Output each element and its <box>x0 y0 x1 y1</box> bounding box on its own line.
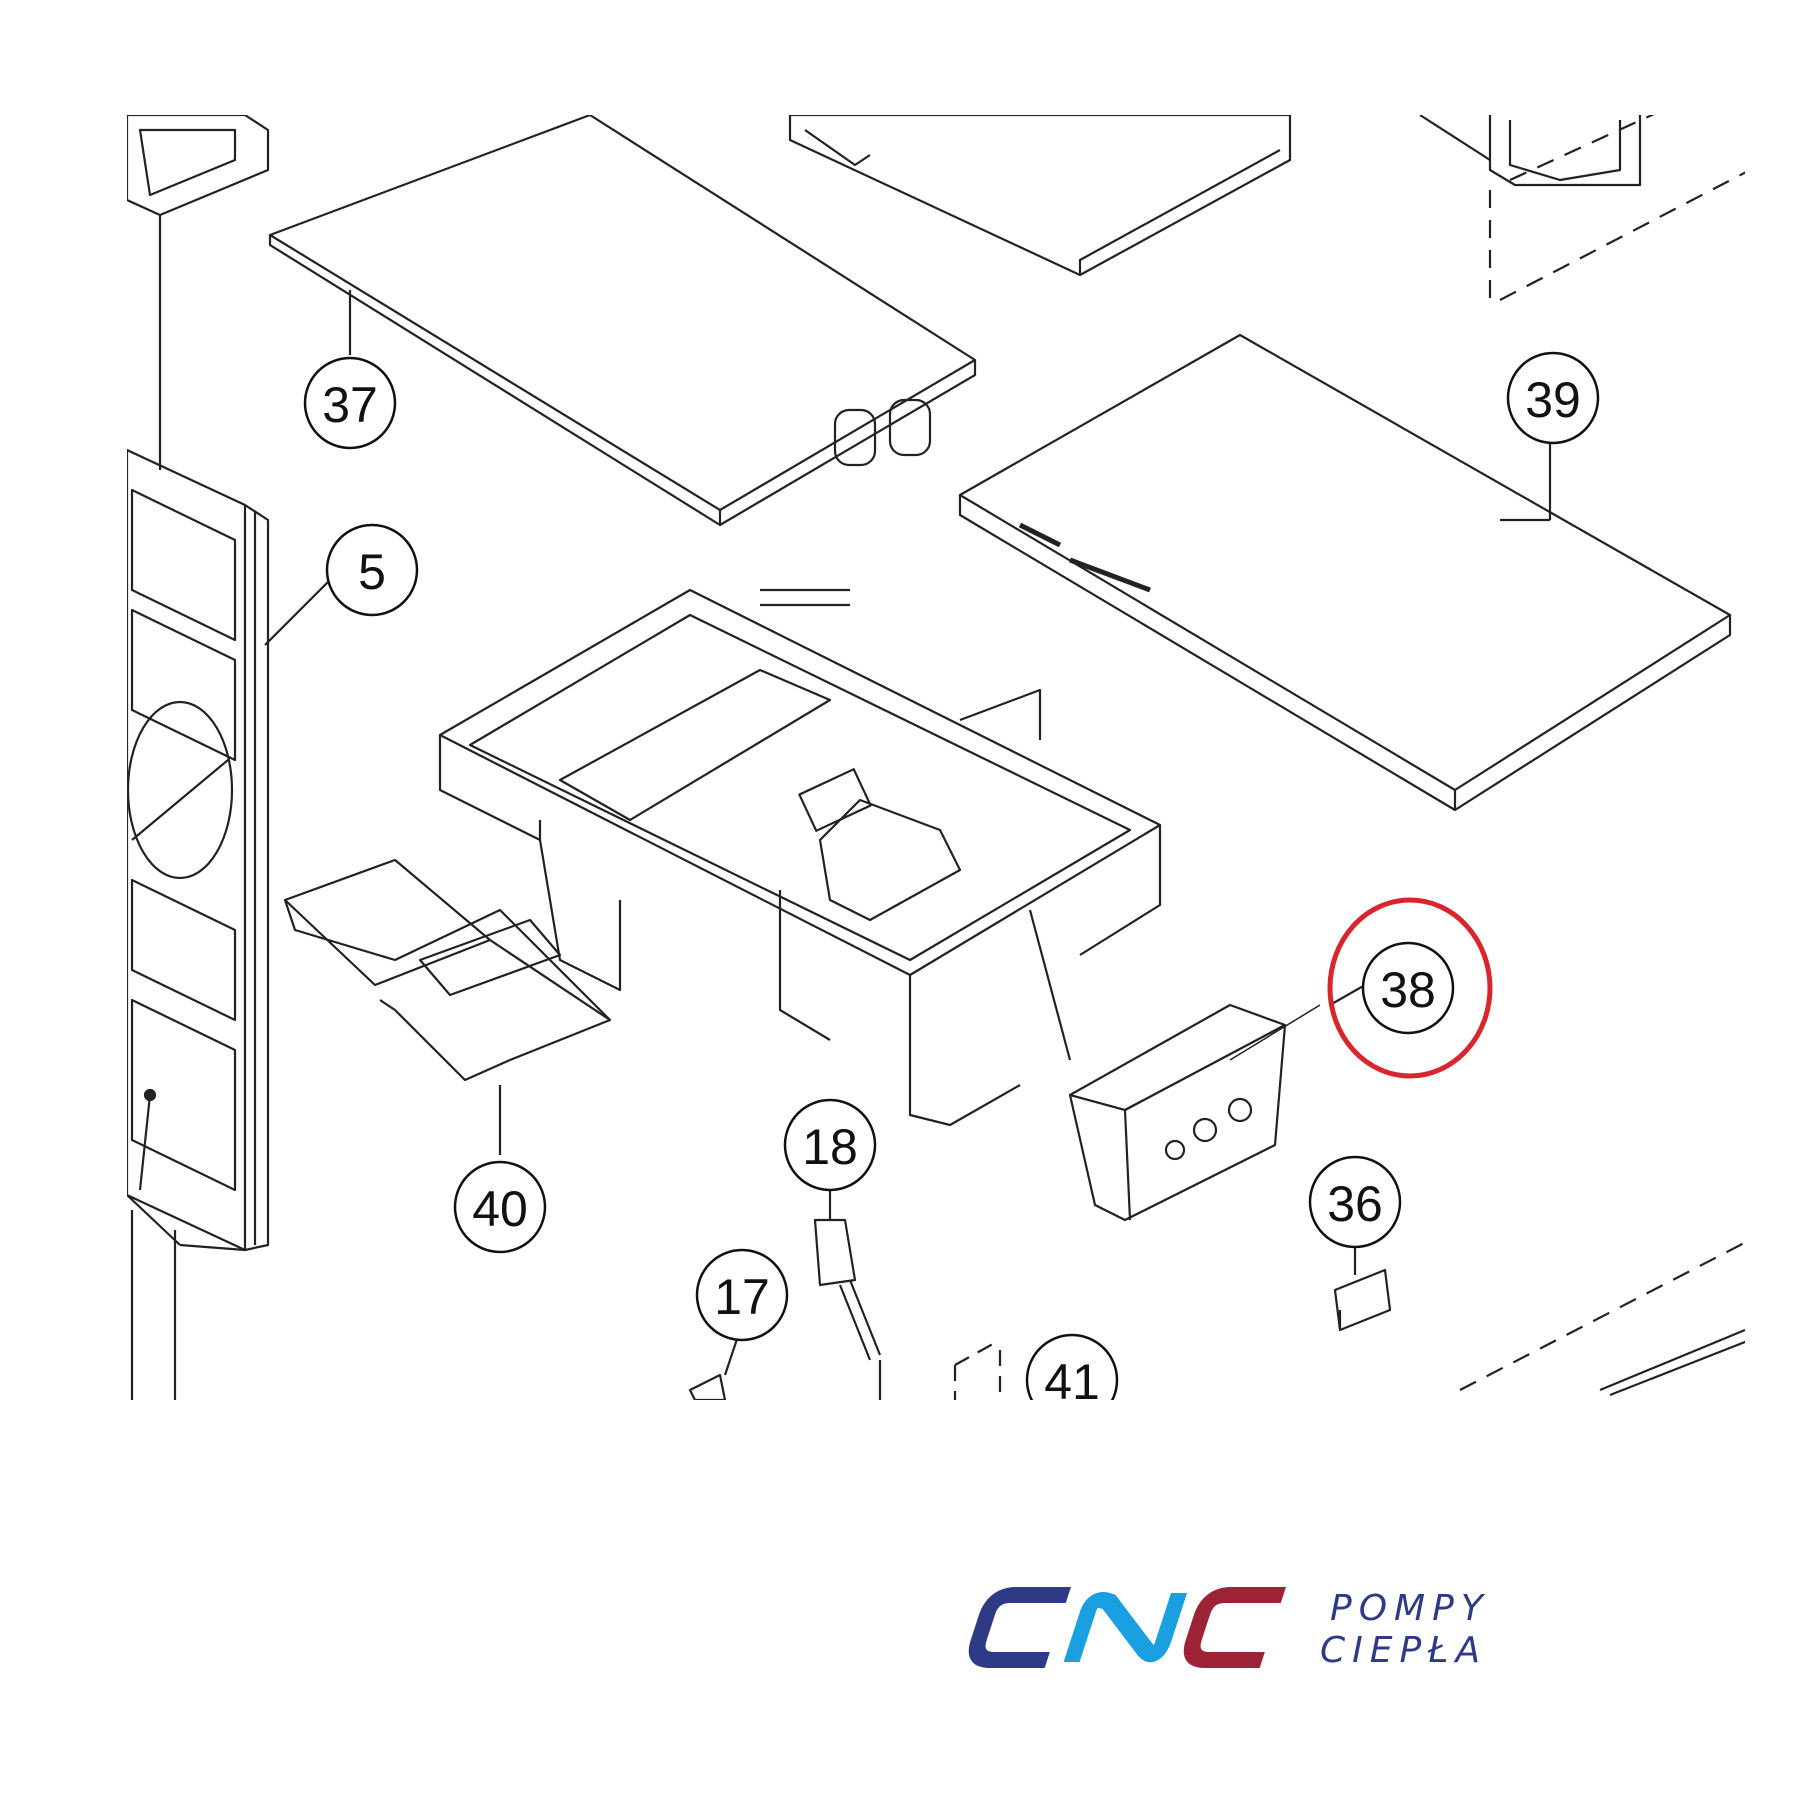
callout-37: 37 <box>303 356 397 450</box>
highlight-ring-38 <box>1327 897 1493 1079</box>
svg-text:37: 37 <box>322 377 378 433</box>
part-electrical-box-frame <box>438 588 1162 1127</box>
svg-text:40: 40 <box>472 1181 528 1237</box>
callout-17: 17 <box>695 1248 789 1342</box>
svg-text:5: 5 <box>358 544 386 600</box>
part-39-cover-plate <box>958 333 1732 812</box>
part-top-tray <box>788 113 1292 277</box>
part-40-duct-bracket <box>283 858 612 1155</box>
logo-letter-n-blue <box>1063 1592 1188 1663</box>
svg-text:38: 38 <box>1380 962 1436 1018</box>
svg-text:17: 17 <box>714 1269 770 1325</box>
part-36-relay <box>1333 1240 1392 1332</box>
part-5-side-panel <box>125 113 270 1400</box>
callout-36: 36 <box>1308 1155 1402 1249</box>
svg-text:36: 36 <box>1327 1176 1383 1232</box>
svg-text:39: 39 <box>1525 372 1581 428</box>
callout-40: 40 <box>453 1160 547 1254</box>
part-41-dashed-outline <box>953 1239 1751 1400</box>
logo-line-ciepla: CIEPŁA <box>1320 1630 1487 1671</box>
callout-39: 39 <box>1506 351 1600 445</box>
logo-letter-c-navy <box>968 1587 1071 1668</box>
logo-letter-c-maroon <box>1183 1587 1286 1668</box>
svg-text:18: 18 <box>802 1119 858 1175</box>
part-38-control-module <box>1068 1003 1321 1222</box>
cnc-logo: POMPY CIEPŁA <box>968 1587 1490 1671</box>
part-37-pcb-board <box>268 113 977 527</box>
part-18-sensor <box>813 1185 882 1400</box>
callout-5: 5 <box>325 523 419 617</box>
part-17-connector <box>688 1329 742 1402</box>
callout-18: 18 <box>783 1098 877 1192</box>
logo-line-pompy: POMPY <box>1330 1588 1490 1629</box>
callout-38: 38 <box>1361 941 1455 1035</box>
